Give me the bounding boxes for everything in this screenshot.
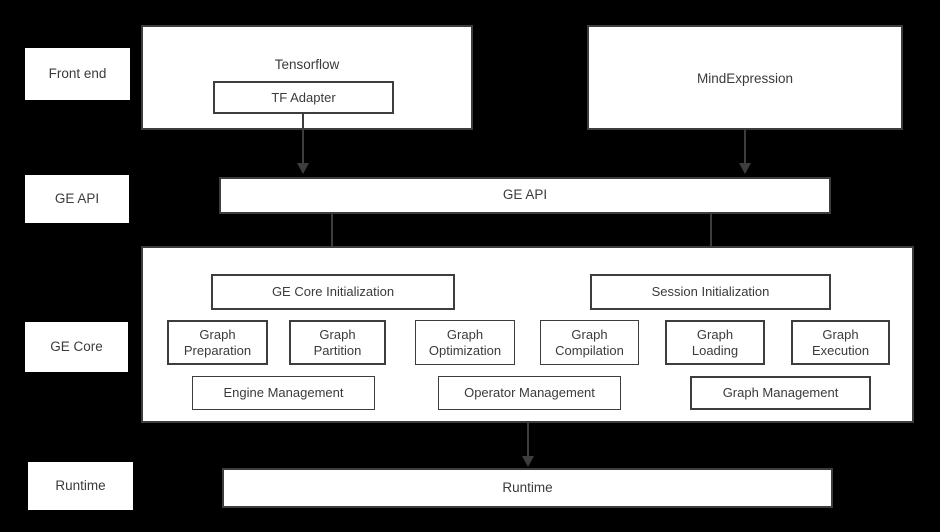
connector-tf-adapter-to-ge-api-line: [302, 112, 304, 167]
connector-ge-api-to-core-init-line: [331, 212, 333, 264]
connector-tf-adapter-to-ge-api-arrow: [297, 163, 309, 174]
engine-management-box[interactable]: Engine Management: [192, 376, 375, 410]
ge-api-bar[interactable]: GE API: [219, 177, 831, 214]
graph-optimization-box[interactable]: Graph Optimization: [415, 320, 515, 365]
tensorflow-label: Tensorflow: [274, 57, 340, 72]
runtime-bar[interactable]: Runtime: [222, 468, 833, 508]
stage-label-ge-api: GE API: [25, 175, 129, 223]
stage-label-front-end: Front end: [25, 48, 130, 100]
connector-mindexpression-to-ge-api-arrow: [739, 163, 751, 174]
mindexpression-label: MindExpression: [696, 71, 794, 86]
graph-compilation-box[interactable]: Graph Compilation: [540, 320, 639, 365]
graph-preparation-box[interactable]: Graph Preparation: [167, 320, 268, 365]
stage-label-ge-core: GE Core: [25, 322, 128, 372]
stage-label-runtime: Runtime: [28, 462, 133, 510]
tf-adapter-box[interactable]: TF Adapter: [213, 81, 394, 114]
graph-loading-box[interactable]: Graph Loading: [665, 320, 765, 365]
connector-ge-core-to-runtime-arrow: [522, 456, 534, 467]
connector-ge-api-to-session-init-line: [710, 212, 712, 264]
graph-partition-box[interactable]: Graph Partition: [289, 320, 386, 365]
mindexpression-container[interactable]: MindExpression: [587, 25, 903, 130]
tensorflow-container[interactable]: Tensorflow: [141, 25, 473, 130]
graph-management-box[interactable]: Graph Management: [690, 376, 871, 410]
connector-ge-core-to-runtime-line: [527, 423, 529, 461]
ge-core-initialization-box[interactable]: GE Core Initialization: [211, 274, 455, 310]
operator-management-box[interactable]: Operator Management: [438, 376, 621, 410]
connector-mindexpression-to-ge-api-line: [744, 130, 746, 167]
graph-execution-box[interactable]: Graph Execution: [791, 320, 890, 365]
session-initialization-box[interactable]: Session Initialization: [590, 274, 831, 310]
